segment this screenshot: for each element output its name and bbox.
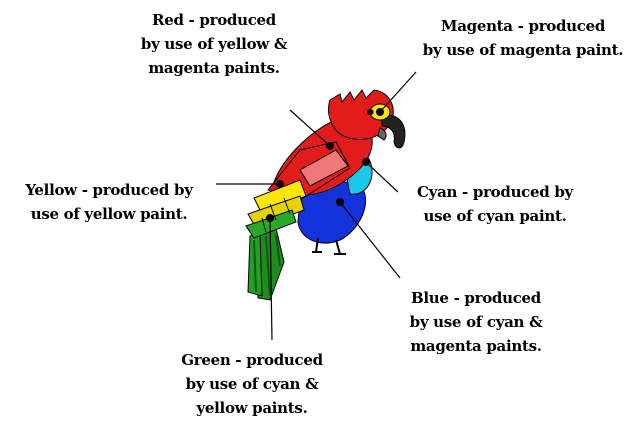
red-label-line-2: by use of yellow &	[134, 32, 294, 56]
yellow-label-line-2: use of yellow paint.	[6, 202, 212, 226]
cyan-label: Cyan - produced by use of cyan paint.	[402, 180, 588, 228]
yellow-label: Yellow - produced by use of yellow paint…	[6, 178, 212, 226]
cyan-leader	[368, 164, 398, 192]
blue-label: Blue - produced by use of cyan & magenta…	[396, 286, 556, 358]
magenta-label-line-1: Magenta - produced	[410, 14, 636, 38]
blue-label-line-1: Blue - produced	[396, 286, 556, 310]
blue-label-line-2: by use of cyan &	[396, 310, 556, 334]
blue-leader	[340, 202, 400, 278]
cyan-label-line-2: use of cyan paint.	[402, 204, 588, 228]
red-dot	[326, 142, 334, 150]
green-label-line-2: by use of cyan &	[166, 372, 338, 396]
magenta-dot	[367, 109, 373, 115]
cyan-label-line-1: Cyan - produced by	[402, 180, 588, 204]
red-label: Red - produced by use of yellow & magent…	[134, 8, 294, 80]
green-label: Green - produced by use of cyan & yellow…	[166, 348, 338, 420]
yellow-label-line-1: Yellow - produced by	[6, 178, 212, 202]
green-label-line-3: yellow paints.	[166, 396, 338, 420]
green-dot	[266, 214, 274, 222]
magenta-label: Magenta - produced by use of magenta pai…	[410, 14, 636, 62]
red-label-line-1: Red - produced	[134, 8, 294, 32]
magenta-label-line-2: by use of magenta paint.	[410, 38, 636, 62]
green-label-line-1: Green - produced	[166, 348, 338, 372]
blue-dot	[336, 198, 344, 206]
red-label-line-3: magenta paints.	[134, 56, 294, 80]
magenta-leader	[380, 72, 416, 112]
yellow-dot	[276, 180, 284, 188]
cyan-dot	[362, 158, 370, 166]
blue-label-line-3: magenta paints.	[396, 334, 556, 358]
tail-feathers	[248, 228, 284, 300]
